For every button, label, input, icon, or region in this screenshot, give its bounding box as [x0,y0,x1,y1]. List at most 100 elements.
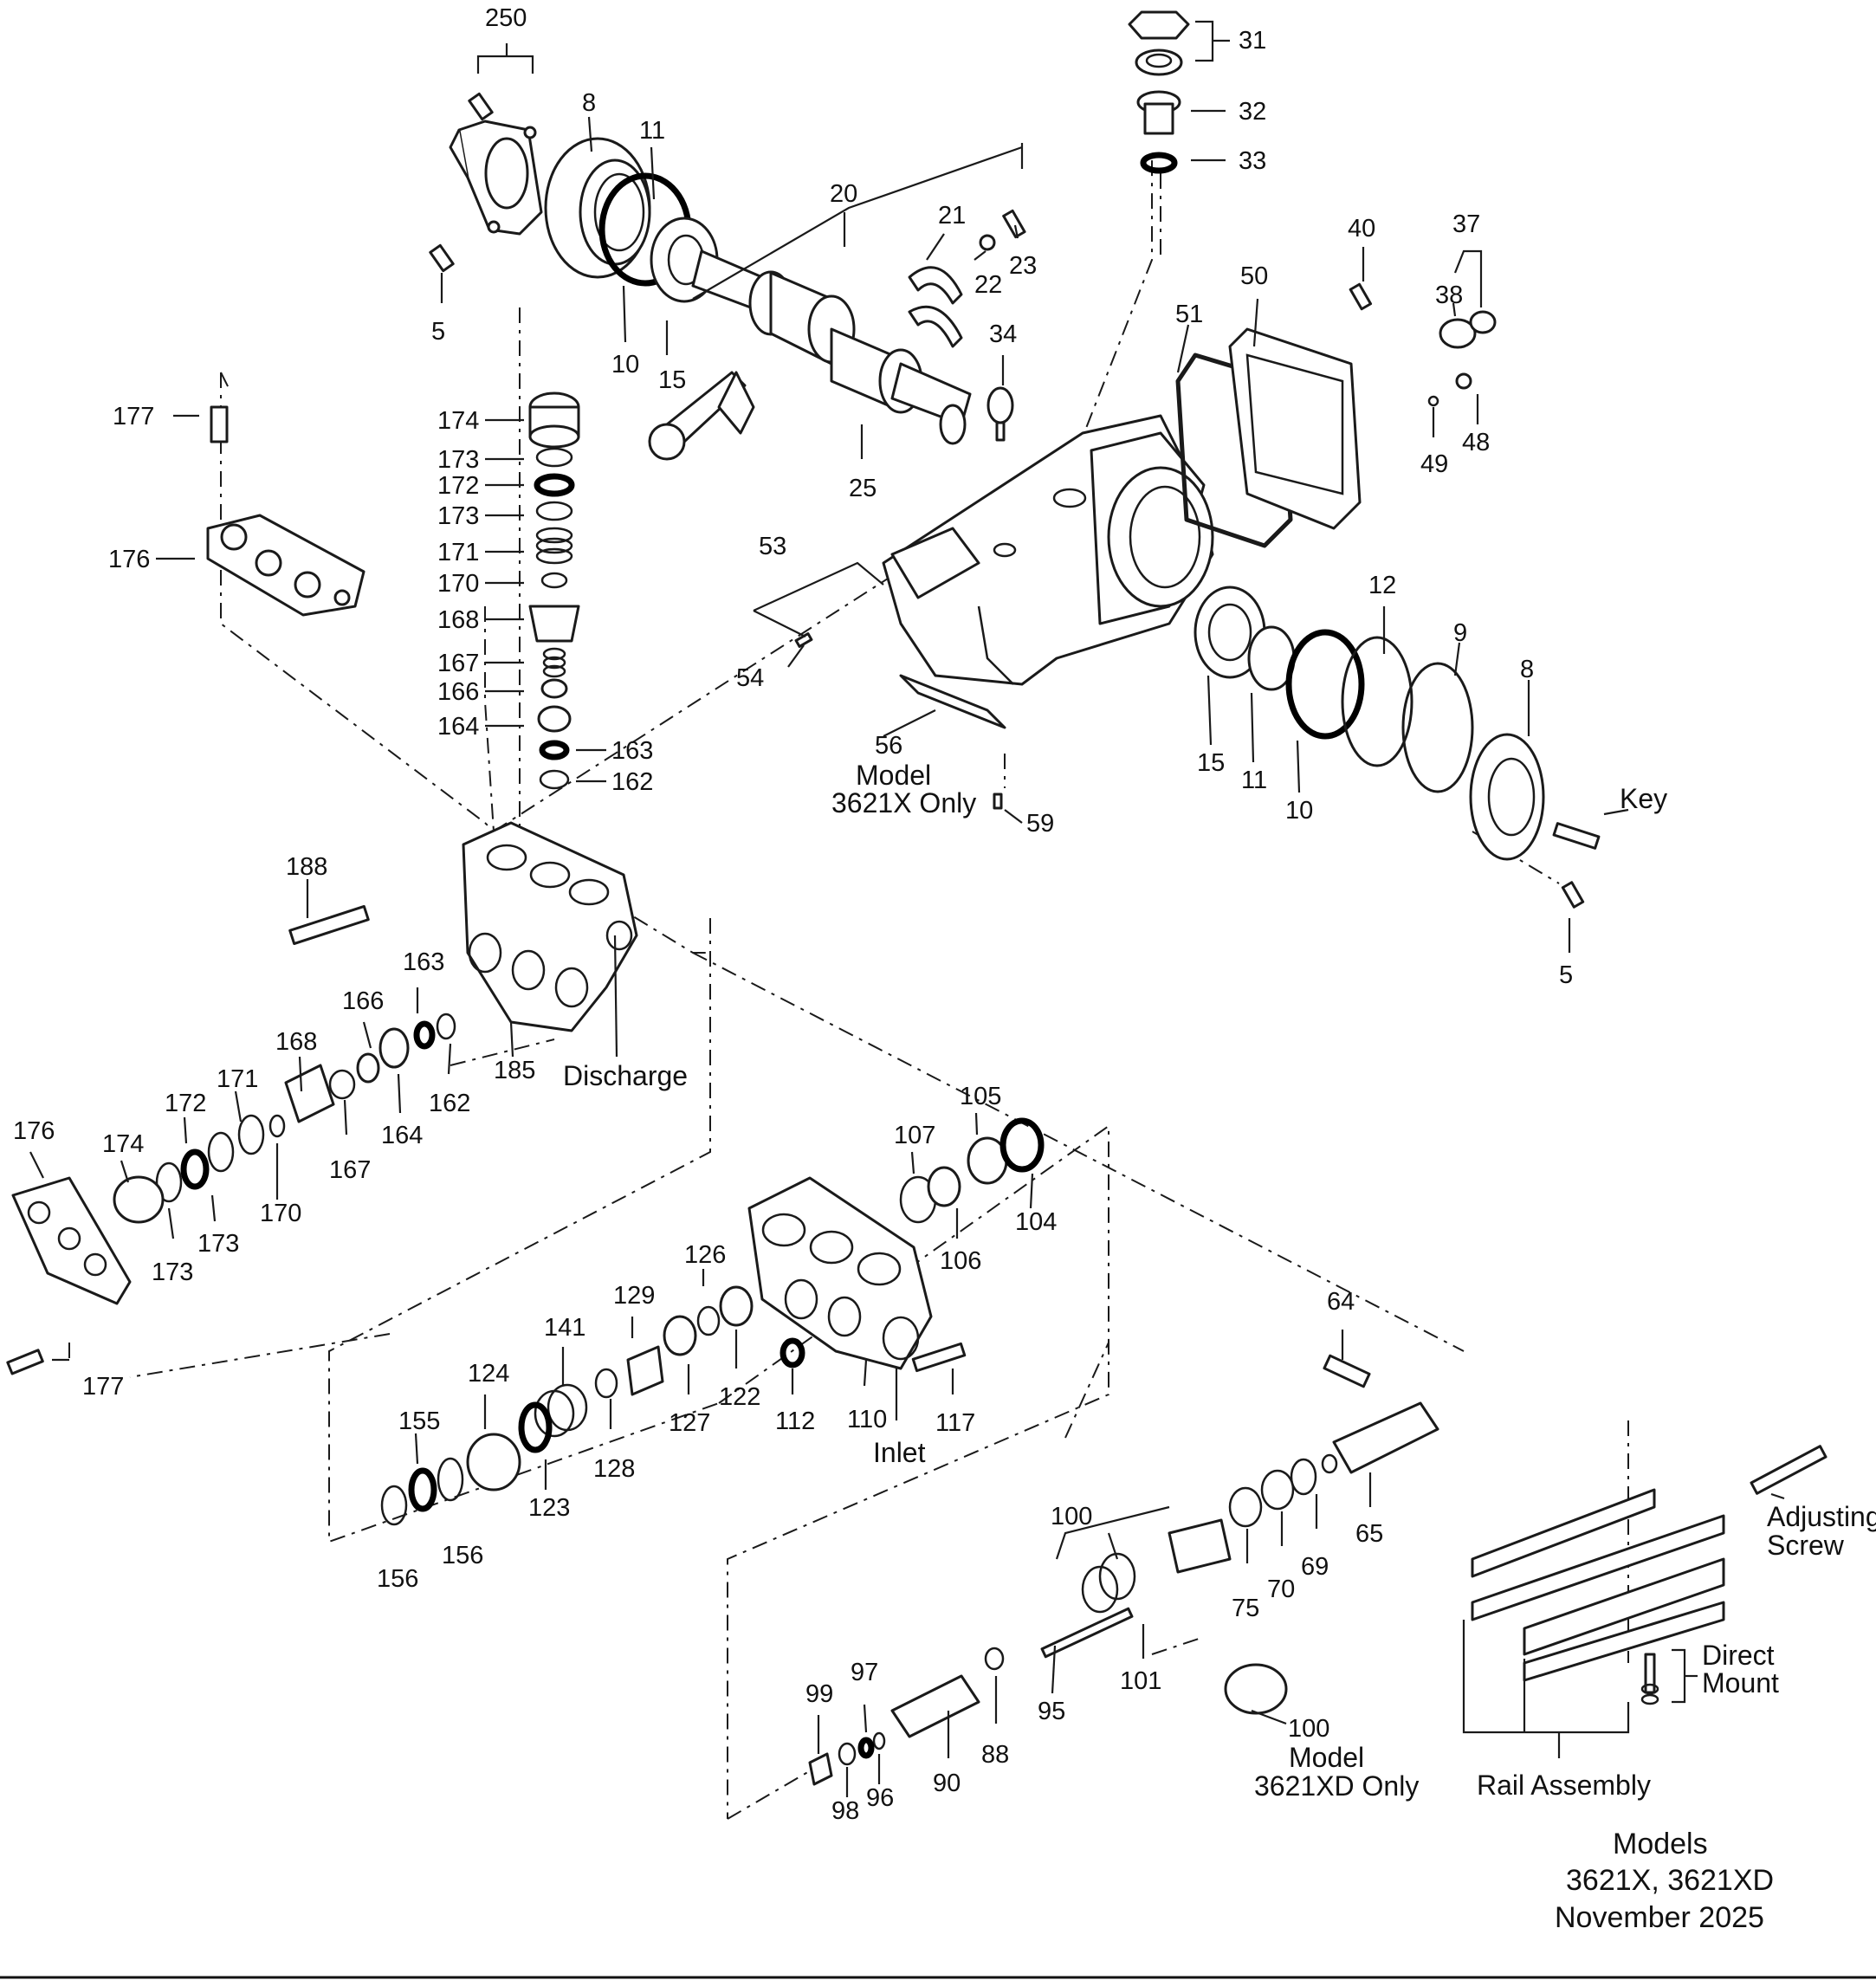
label-188: 188 [286,853,327,881]
label-22: 22 [974,271,1002,299]
bearing-case-8-top [544,137,719,303]
note-model-3621xd-line1: Model [1289,1742,1364,1773]
rod-cap-21 [908,209,1026,348]
footer-block: Models 3621X, 3621XD November 2025 [0,1828,1876,1979]
discharge-valve-stack-horizontal [6,1013,456,1375]
crankshaft-20 [691,249,972,445]
label-69: 69 [1301,1553,1329,1581]
assembly-dashed-lines [68,156,1629,1820]
label-101: 101 [1120,1667,1161,1695]
crankcase [882,414,1214,686]
label-99: 99 [805,1680,833,1708]
label-250: 250 [485,4,527,32]
label-100-top: 100 [1051,1503,1092,1530]
label-176-mid: 176 [13,1117,55,1145]
label-20: 20 [830,180,857,208]
discharge-valve-stack-vertical [528,391,580,790]
valve-cap-176-top [206,405,365,617]
label-key: Key [1620,783,1667,814]
label-104: 104 [1015,1208,1057,1236]
plunger-parts [808,1354,1439,1786]
label-adjusting-line1: Adjusting [1767,1501,1876,1532]
label-166-top: 166 [437,678,479,706]
label-177-top: 177 [113,403,154,430]
label-51: 51 [1175,301,1203,328]
inlet-valve-lower [380,1285,754,1526]
label-11-top: 11 [639,117,665,145]
label-95: 95 [1038,1698,1065,1725]
label-56: 56 [875,732,902,760]
label-98: 98 [831,1797,859,1825]
label-70: 70 [1267,1576,1295,1603]
label-8-top: 8 [582,89,596,117]
rear-cover-50 [1175,282,1497,548]
label-128: 128 [593,1455,635,1483]
label-15-side: 15 [1197,749,1225,777]
label-126: 126 [684,1241,726,1269]
label-48: 48 [1462,429,1490,456]
label-15-top: 15 [658,366,686,394]
label-64: 64 [1327,1288,1355,1316]
label-155: 155 [398,1407,440,1435]
label-168-mid: 168 [275,1028,317,1056]
label-163-top: 163 [611,737,653,765]
label-124: 124 [468,1360,509,1388]
label-112: 112 [775,1407,815,1435]
footer-date: November 2025 [1555,1901,1764,1934]
label-141: 141 [544,1314,585,1342]
leader-lines [29,20,1785,1797]
label-173-top-b: 173 [437,502,479,530]
label-156-a: 156 [377,1565,418,1593]
label-discharge: Discharge [563,1060,688,1091]
label-110: 110 [847,1406,887,1433]
label-5-top: 5 [431,318,445,346]
label-105: 105 [960,1083,1001,1110]
bearing-cover-250 [429,92,543,273]
label-inlet: Inlet [873,1437,926,1468]
label-9: 9 [1453,619,1467,647]
discharge-manifold-185 [462,821,638,1032]
label-11-side: 11 [1241,767,1267,794]
inlet-manifold-110 [747,1176,967,1373]
footer-models: Models [1613,1828,1708,1860]
label-59: 59 [1026,810,1054,838]
label-173-mid-a: 173 [152,1259,193,1286]
label-171-mid: 171 [217,1065,258,1093]
label-167-top: 167 [437,650,479,677]
label-166-mid: 166 [342,987,384,1015]
label-49: 49 [1420,450,1448,478]
label-172-top: 172 [437,472,479,500]
label-adjusting-line2: Screw [1767,1530,1845,1561]
label-162-top: 162 [611,768,653,796]
label-174-mid: 174 [102,1130,144,1158]
label-123: 123 [528,1494,570,1522]
label-75: 75 [1232,1595,1259,1622]
label-185: 185 [494,1057,535,1084]
label-37: 37 [1452,210,1480,238]
label-65: 65 [1355,1520,1383,1548]
label-100-bottom: 100 [1288,1715,1329,1743]
label-96: 96 [866,1784,894,1812]
note-model-3621xd-line2: 3621XD Only [1254,1770,1419,1802]
oil-cap-assembly [1128,10,1190,174]
label-40: 40 [1348,215,1375,243]
label-163-mid: 163 [403,948,444,976]
label-173-top-a: 173 [437,446,479,474]
label-172-mid: 172 [165,1090,206,1117]
label-168-top: 168 [437,606,479,634]
label-38: 38 [1435,281,1463,309]
label-23: 23 [1009,252,1037,280]
label-direct-line2: Mount [1702,1667,1779,1699]
label-10-side: 10 [1285,797,1313,825]
label-21: 21 [938,202,966,230]
label-156-b: 156 [442,1542,483,1569]
label-53: 53 [759,533,786,560]
label-171-top: 171 [437,539,479,566]
note-model-3621x-line1: Model [856,760,931,791]
label-10-top: 10 [611,351,639,379]
label-107: 107 [894,1122,935,1149]
label-177-mid: 177 [82,1373,124,1401]
label-117: 117 [935,1409,975,1437]
footer-model-numbers: 3621X, 3621XD [1566,1864,1774,1897]
